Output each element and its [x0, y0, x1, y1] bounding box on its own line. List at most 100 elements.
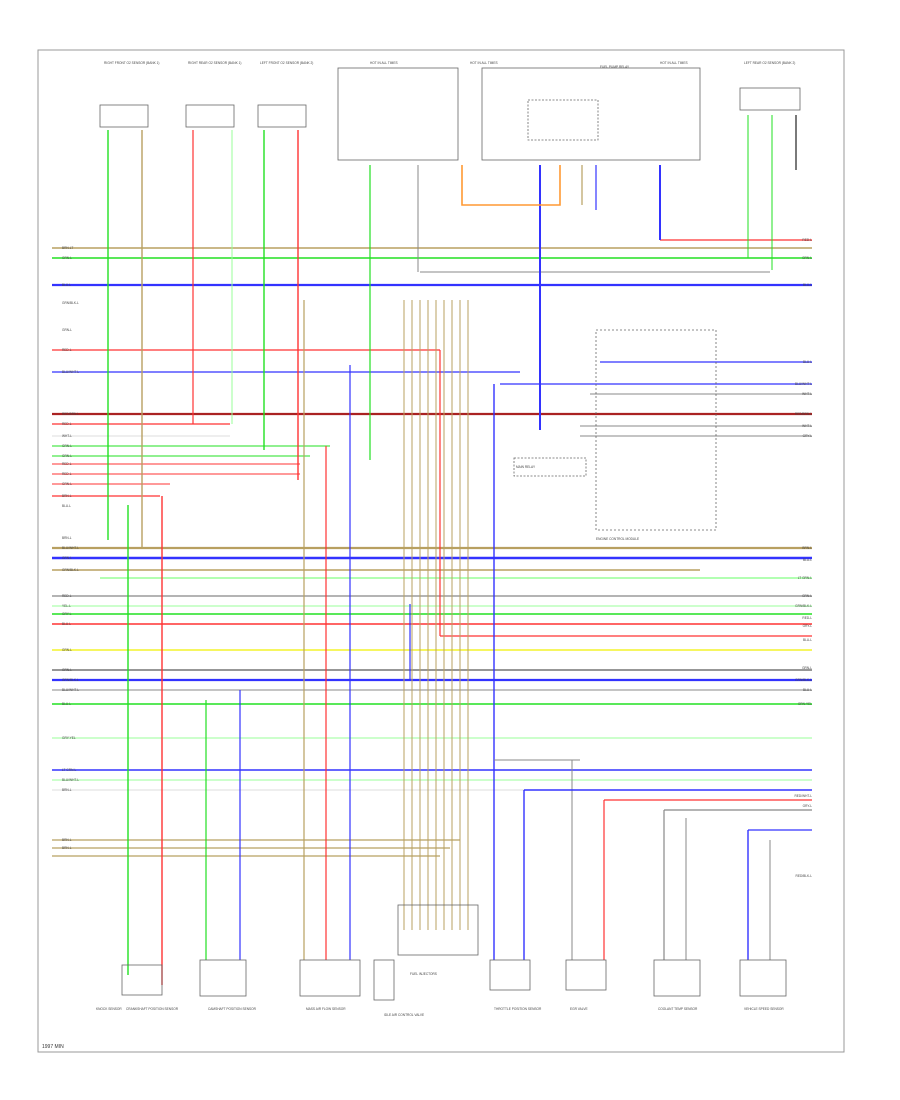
wire-label-right: BLU/WHT-L — [795, 382, 812, 386]
bottom-component-box — [653, 959, 701, 997]
connector-box — [595, 329, 717, 531]
wire-label-left: RED-L — [62, 348, 72, 352]
wire-label-right: GRY-L — [803, 624, 813, 628]
wire-label-right: WHT-L — [802, 392, 812, 396]
wire-label-left: BRN-L — [62, 838, 72, 842]
bottom-component-label: VEHICLE SPEED SENSOR — [744, 1007, 784, 1011]
top-component-box — [185, 104, 235, 128]
wire-label-left: BLU/WHT-L — [62, 778, 79, 782]
wire-label-left: RED-L — [62, 462, 72, 466]
wire-label-left: RED-L — [62, 594, 72, 598]
relay-box — [527, 99, 599, 141]
wire-label-right: GRN-L — [802, 666, 812, 670]
wire-label-right: WHT-L — [802, 424, 812, 428]
wire-layer — [52, 115, 812, 985]
wire-label-left: GRY-L — [62, 612, 72, 616]
bottom-component-label: COOLANT TEMP SENSOR — [658, 1007, 698, 1011]
wire-label-right: BRN-L — [802, 546, 812, 550]
wire-label-left: BRN-L — [62, 536, 72, 540]
wire-label-right: GRN/BLK-L — [795, 678, 812, 682]
mid-component-label: ENGINE CONTROL MODULE — [596, 537, 639, 541]
wire-label-left: GRN-L — [62, 482, 72, 486]
wire-label-left: BLU/WHT-L — [62, 546, 79, 550]
wire-label-right: RED/BLK-L — [796, 874, 813, 878]
top-component-label: HOT IN ALL TIMES — [470, 61, 498, 65]
wire-label-left: GRN-L — [62, 256, 72, 260]
wire-label-right: GRY-L — [803, 804, 813, 808]
wire-label-left: BLU-L — [62, 504, 71, 508]
component-layer — [99, 67, 801, 1001]
top-component-label: RIGHT REAR O2 SENSOR (BANK 1) — [188, 61, 241, 65]
wire-label-left: GRN-L — [62, 668, 72, 672]
bottom-component-box — [739, 959, 787, 997]
bottom-component-label: IDLE AIR CONTROL VALVE — [384, 1013, 424, 1017]
top-component-label: RIGHT FRONT O2 SENSOR (BANK 1) — [104, 61, 160, 65]
mid-component-label: MAIN RELAY — [516, 465, 536, 469]
wire-label-right: GRY-L — [803, 434, 813, 438]
wire-label-left: BRN-L — [62, 846, 72, 850]
bottom-component-box — [199, 959, 247, 997]
wire-label-left: GRY-YEL — [62, 736, 76, 740]
bottom-component-label: EGR VALVE — [570, 1007, 588, 1011]
wire-label-right: GRN-YEL — [798, 702, 812, 706]
wire-orange — [461, 165, 561, 206]
mid-component-label: FUEL PUMP RELAY — [600, 65, 630, 69]
top-component-label: HOT IN ALL TIMES — [370, 61, 398, 65]
wire-label-left: BLU-L — [62, 702, 71, 706]
wire-label-left: GRN-L — [62, 454, 72, 458]
wire-label-right: GRN-L — [802, 594, 812, 598]
mid-component-box — [513, 457, 587, 477]
wire-label-right: BLU-L — [803, 283, 812, 287]
top-component-box — [337, 67, 459, 161]
top-component-label: LEFT REAR O2 SENSOR (BANK 2) — [744, 61, 795, 65]
bottom-component-box — [121, 964, 163, 996]
wire-label-left: YEL-L — [62, 604, 71, 608]
wire-label-left: GRN-L — [62, 556, 72, 560]
wire-label-left: BLU/WHT-L — [62, 688, 79, 692]
wire-label-left: WHT-L — [62, 434, 72, 438]
wire-label-left: RED-L — [62, 472, 72, 476]
wire-label-right: LT GRN-L — [798, 576, 812, 580]
wire-label-left: RED-L — [62, 422, 72, 426]
wire-label-left: GRN/BLK-L — [62, 678, 79, 682]
wire-label-left: GRN-L — [62, 328, 72, 332]
top-component-box — [257, 104, 307, 128]
bottom-component-label: KNOCK SENSOR — [96, 1007, 122, 1011]
wire-label-right: BLU-L — [803, 558, 812, 562]
wire-label-right: RED-L — [802, 238, 812, 242]
diagram-frame — [37, 49, 845, 1053]
bottom-component-box — [397, 904, 479, 956]
wire-label-left: LT GRN-L — [62, 768, 76, 772]
wire-label-right: BLU-L — [803, 638, 812, 642]
wire-label-right: BLU-L — [803, 688, 812, 692]
wire-label-right: GRN-L — [802, 256, 812, 260]
wire-label-left: BRN-L — [62, 788, 72, 792]
wire-label-left: GRN/BLK-L — [62, 568, 79, 572]
label-layer: BRN-LT GRN-L BLU-L GRN/BLK-L GRN-L RED-L BLU/W… — [62, 61, 812, 1017]
bottom-component-label: FUEL INJECTORS — [410, 972, 437, 976]
bottom-component-box — [373, 959, 395, 1001]
bottom-component-label: CAMSHAFT POSITION SENSOR — [208, 1007, 257, 1011]
wire-label-left: BLU-L — [62, 622, 71, 626]
wire-label-right: BLU-L — [803, 360, 812, 364]
wire-label-left: GRN-L — [62, 648, 72, 652]
wire-label-right: RED-L — [802, 616, 812, 620]
bottom-component-label: CRANKSHAFT POSITION SENSOR — [126, 1007, 179, 1011]
top-component-box — [739, 87, 801, 111]
top-component-box — [99, 104, 149, 128]
wire-label-right: RED/WHT-L — [794, 794, 812, 798]
wire-label-right: RED/BRN-L — [795, 412, 812, 416]
bottom-component-box — [565, 959, 607, 991]
wire-label-left: BLU-L — [62, 283, 71, 287]
wire-label-left: BRN-L — [62, 494, 72, 498]
wire-label-left: BRN-LT — [62, 246, 73, 250]
top-component-box — [481, 67, 701, 161]
wire-label-right: GRN/BLK-L — [795, 604, 812, 608]
bottom-component-box — [299, 959, 361, 997]
wire-label-left: BLU/WHT-L — [62, 370, 79, 374]
wire-label-left: RED/BRN-L — [62, 412, 79, 416]
bottom-component-box — [489, 959, 531, 991]
bottom-component-label: THROTTLE POSITION SENSOR — [494, 1007, 542, 1011]
top-component-label: HOT IN ALL TIMES — [660, 61, 688, 65]
